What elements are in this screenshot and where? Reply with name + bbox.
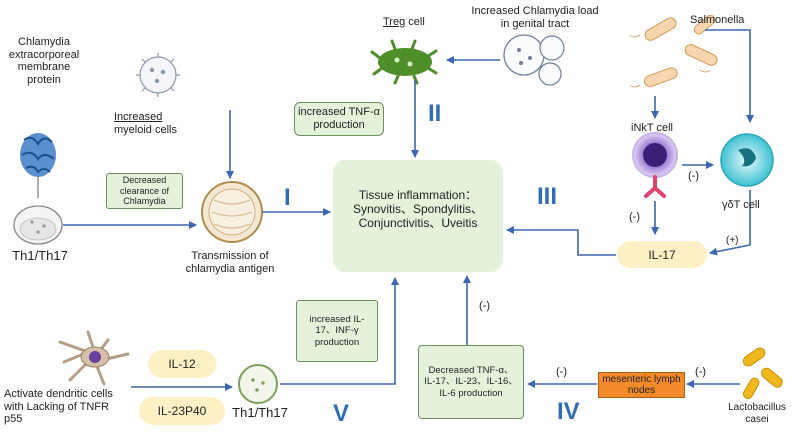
arrow-salmonella-to-gdt bbox=[705, 29, 754, 123]
protein-structure-icon bbox=[20, 133, 56, 198]
lactobacillus-icon bbox=[742, 347, 783, 400]
treg-label-rest: cell bbox=[405, 16, 425, 28]
il23-pill: IL-23P40 bbox=[139, 397, 225, 425]
chlamydia-load-icon bbox=[503, 34, 565, 86]
dendritic-label: Activate dendritic cells with Lacking of… bbox=[4, 388, 113, 426]
il12-pill: IL-12 bbox=[148, 350, 216, 378]
myeloid-cell-icon bbox=[136, 53, 180, 97]
arrow-gdt-to-il17 bbox=[709, 190, 751, 256]
numeral-ii: II bbox=[428, 100, 442, 127]
mesenteric-box: mesenteric lymph nodes bbox=[598, 372, 685, 398]
central-inflammation-label: Tissue inflammation：Synovitis、Spondyliti… bbox=[352, 188, 484, 230]
myeloid-label-underlined: Increased bbox=[114, 111, 163, 123]
lacto-label: Lactobacillus casei bbox=[728, 402, 786, 425]
numeral-i: I bbox=[284, 184, 291, 211]
membrane-vesicle-icon bbox=[13, 205, 63, 245]
il17-pill: IL-17 bbox=[617, 241, 707, 268]
cytokine-box: Decreased TNF-α、IL-17、IL-23、IL-16、IL-6 p… bbox=[418, 345, 524, 419]
dendritic-cell-icon bbox=[58, 330, 130, 386]
inkt-cell-icon bbox=[632, 132, 678, 198]
il17-inf-box: increased IL-17、INF-γ production bbox=[296, 300, 378, 362]
treg-cell-icon bbox=[370, 39, 438, 85]
inkt-label: iNkT cell bbox=[631, 122, 673, 134]
numeral-iv: IV bbox=[557, 398, 580, 425]
myeloid-label-rest: myeloid cells bbox=[114, 123, 177, 136]
salmonella-bacteria-icon bbox=[629, 14, 718, 88]
tnf-box: increased TNF-α production bbox=[294, 102, 384, 136]
protein-label: Chlamydia extracorporeal membrane protei… bbox=[8, 36, 80, 86]
treg-label-underlined: Treg bbox=[383, 16, 406, 28]
arrow-il17-to-inflammation bbox=[506, 226, 616, 256]
numeral-v: V bbox=[333, 400, 350, 427]
plus-gdt-il17: (+) bbox=[726, 235, 739, 246]
gdt-label: γδT cell bbox=[722, 199, 760, 211]
minus-cytokines: (-) bbox=[479, 300, 490, 312]
th-i-label: Th1/Th17 bbox=[12, 248, 68, 263]
chlamydia-antigen-cell-icon bbox=[201, 181, 263, 243]
arrow-th-to-inflammation-v bbox=[280, 277, 399, 385]
clearance-box: Decreased clearance of Chlamydia bbox=[106, 173, 183, 209]
transmission-label: Transmission of chlamydia antigen bbox=[185, 250, 275, 275]
gdt-cell-icon bbox=[720, 133, 774, 187]
minus-mesenteric: (-) bbox=[556, 366, 567, 378]
minus-inkt-gdt: (-) bbox=[688, 170, 699, 182]
chlamydia-load-label: Increased Chlamydia load in genital trac… bbox=[471, 5, 599, 30]
central-inflammation-box bbox=[333, 160, 503, 272]
th-cell-v-icon bbox=[238, 364, 278, 404]
myeloid-label: Increased myeloid cells bbox=[114, 111, 206, 136]
salmonella-label: Salmonella bbox=[690, 14, 745, 26]
treg-label: Treg cell bbox=[383, 16, 463, 29]
minus-inkt-il17: (-) bbox=[629, 211, 640, 223]
minus-lacto: (-) bbox=[695, 366, 706, 378]
numeral-iii: III bbox=[537, 183, 558, 210]
th-v-label: Th1/Th17 bbox=[232, 405, 288, 420]
